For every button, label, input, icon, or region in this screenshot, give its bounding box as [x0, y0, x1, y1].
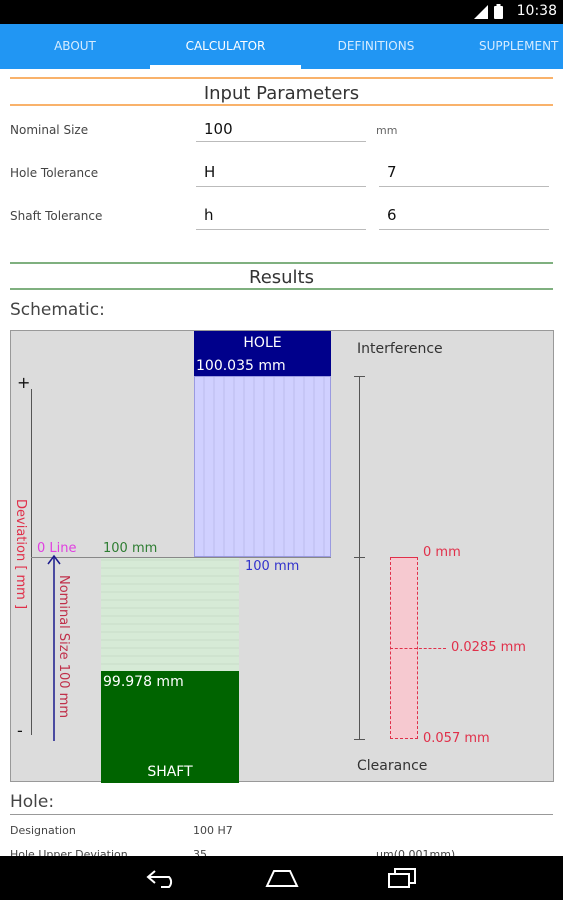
minus-sign: -: [17, 721, 23, 740]
divider: [10, 288, 553, 290]
max-clearance-value: 0.057 mm: [423, 731, 490, 746]
divider: [10, 77, 553, 79]
divider: [10, 814, 553, 815]
tab-bar: ABOUT CALCULATOR DEFINITIONS SUPPLEMENT: [0, 24, 563, 69]
tab-calculator[interactable]: CALCULATOR: [150, 24, 301, 69]
tab-definitions[interactable]: DEFINITIONS: [337, 39, 415, 53]
schematic-label: Schematic:: [10, 300, 105, 320]
clearance-label: Clearance: [357, 758, 428, 774]
shaft-tolerance-grade-input[interactable]: 6: [379, 206, 549, 230]
shaft-body: 99.978 mm SHAFT: [101, 671, 239, 783]
hole-lower-value: 100 mm: [245, 559, 300, 574]
plus-sign: +: [17, 373, 31, 392]
min-clearance-line: [390, 557, 418, 558]
deviation-axis-label: Deviation [ mm ]: [13, 499, 28, 610]
tab-about[interactable]: ABOUT: [54, 39, 96, 53]
hole-section-label: Hole:: [10, 792, 55, 812]
designation-value: 100 H7: [193, 824, 233, 837]
status-bar: 10:38: [0, 0, 563, 24]
schematic-diagram: HOLE 100.035 mm 99.978 mm SHAFT + - Devi…: [10, 330, 554, 783]
mid-clearance-line: [390, 648, 446, 649]
hole-header: HOLE 100.035 mm: [194, 331, 331, 376]
nominal-size-input[interactable]: 100: [196, 120, 366, 142]
min-clearance-value: 0 mm: [423, 545, 461, 560]
nominal-size-axis-label: Nominal Size 100 mm: [56, 575, 71, 718]
nominal-size-arrow: [47, 554, 61, 741]
deviation-axis: [31, 389, 32, 735]
shaft-tolerance-zone: [101, 557, 239, 671]
input-parameters-title: Input Parameters: [203, 83, 360, 104]
interference-label: Interference: [357, 341, 443, 357]
designation-label: Designation: [10, 824, 76, 837]
clock: 10:38: [516, 3, 557, 19]
shaft-tolerance-label: Shaft Tolerance: [10, 209, 103, 223]
hole-tolerance-grade-input[interactable]: 7: [379, 163, 549, 187]
scale-tick-zero: [354, 557, 365, 558]
divider: [10, 104, 553, 106]
shaft-lower-value: 99.978 mm: [103, 674, 184, 690]
scale-tick-bottom: [354, 739, 365, 740]
nominal-size-label: Nominal Size: [10, 123, 89, 137]
back-button[interactable]: [124, 856, 200, 900]
results-title: Results: [249, 267, 314, 288]
navigation-bar: [0, 856, 563, 900]
zero-line-label: 0 Line: [37, 541, 77, 556]
home-button[interactable]: [244, 856, 320, 900]
recents-icon: [388, 868, 416, 888]
zero-line: [31, 557, 331, 558]
battery-icon: [494, 4, 503, 19]
shaft-title: SHAFT: [147, 764, 193, 780]
shaft-tolerance-letter-input[interactable]: h: [196, 206, 366, 230]
hole-title: HOLE: [243, 335, 282, 351]
shaft-upper-value: 100 mm: [103, 541, 158, 556]
hole-tolerance-label: Hole Tolerance: [10, 166, 99, 180]
nominal-size-unit: mm: [376, 124, 398, 137]
divider: [10, 262, 553, 264]
back-icon: [146, 870, 173, 888]
hole-upper-value: 100.035 mm: [196, 358, 286, 374]
home-icon: [265, 870, 299, 887]
recents-button[interactable]: [364, 856, 440, 900]
hole-tolerance-letter-input[interactable]: H: [196, 163, 366, 187]
hole-tolerance-zone: [194, 376, 331, 557]
tab-supplement[interactable]: SUPPLEMENT: [479, 39, 559, 53]
signal-icon: [474, 4, 488, 19]
mid-clearance-value: 0.0285 mm: [451, 640, 526, 655]
scale-tick-top: [354, 376, 365, 377]
